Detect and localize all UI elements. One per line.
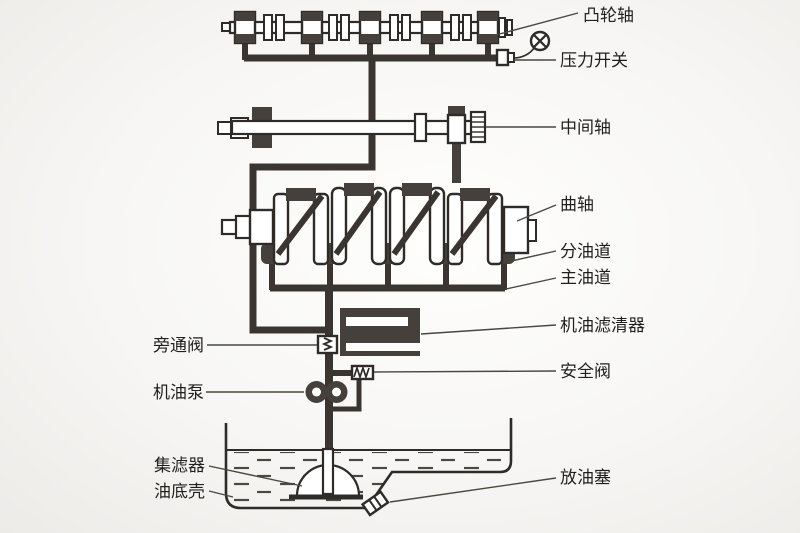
pressure-switch-fitting (495, 48, 510, 67)
safety-valve-return-pipe (331, 378, 362, 412)
label-oil-pump: 机油泵 (153, 383, 204, 403)
leader-oil-strainer (208, 465, 303, 487)
pressure-switch (495, 30, 551, 67)
leader-camshaft (491, 12, 579, 37)
leader-branch-gallery (506, 250, 557, 263)
camshaft-journals (233, 10, 500, 45)
oil-pan-outline (224, 418, 513, 510)
intermediate-bearing-feed (452, 141, 461, 183)
intermediate-shaft-body (230, 119, 477, 136)
bypass-spring-icon (321, 337, 334, 351)
crank-oil-passages (275, 190, 499, 256)
label-oil-pan: 油底壳 (154, 482, 205, 502)
label-camshaft: 凸轮轴 (583, 6, 634, 26)
label-branch-oil-gallery: 分油道 (560, 242, 611, 262)
filter-inlet-channel (346, 343, 420, 351)
leader-oil-pan (208, 490, 234, 498)
bypass-valve (316, 334, 339, 355)
crank-flange (502, 205, 530, 255)
oil-filter (340, 308, 420, 356)
label-crankshaft: 曲轴 (560, 195, 594, 215)
crank-main-journals (261, 243, 515, 264)
label-main-oil-gallery: 主油道 (560, 268, 611, 288)
leader-lines (206, 12, 579, 503)
intermediate-gear (469, 110, 487, 144)
oil-pan (224, 418, 513, 510)
intermediate-collar (413, 112, 428, 143)
filter-outlet-channel (346, 317, 408, 326)
label-oil-strainer: 集滤器 (154, 456, 205, 476)
label-safety-valve: 安全阀 (560, 362, 611, 382)
crank-pins (286, 183, 490, 201)
label-bypass-valve: 旁通阀 (153, 336, 204, 356)
label-oil-filter: 机油滤清器 (560, 316, 645, 336)
cam-lobes (263, 14, 513, 41)
safety-valve (350, 364, 375, 381)
label-drain-plug: 放油塞 (560, 468, 611, 488)
leader-safety-valve (373, 370, 557, 373)
leader-drain-plug (389, 477, 557, 503)
suction-pipe (321, 447, 335, 496)
labels: 凸轮轴 压力开关 中间轴 曲轴 分油道 主油道 机油滤清器 安全阀 放油塞 旁通… (153, 6, 645, 502)
leader-oil-filter (420, 324, 557, 335)
intermediate-right-bearing (446, 113, 467, 145)
leader-main-gallery (505, 277, 557, 290)
drain-plug (360, 490, 390, 517)
safety-spring-icon (353, 365, 370, 380)
camshaft (221, 10, 513, 45)
pressure-switch-wire (513, 47, 535, 59)
crankshaft (220, 183, 537, 266)
oil-pump (305, 381, 348, 403)
intermediate-shaft (217, 106, 487, 148)
label-pressure-switch: 压力开关 (560, 51, 628, 71)
pressure-indicator-icon (529, 30, 551, 52)
label-intermediate-shaft: 中间轴 (560, 118, 611, 138)
oil-strainer (289, 447, 363, 500)
leader-crankshaft (516, 204, 557, 222)
